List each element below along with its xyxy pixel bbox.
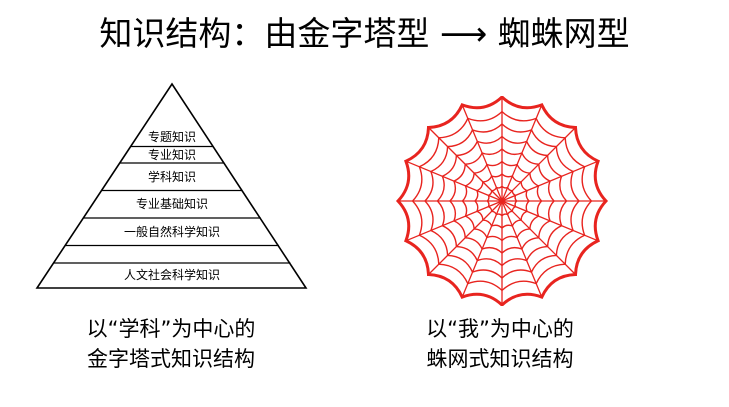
layer-label-natural-science: 一般自然科学知识 — [124, 224, 220, 239]
web-caption: 以“我”为中心的 蛛网式知识结构 — [395, 314, 605, 374]
pyramid-caption: 以“学科”为中心的 金字塔式知识结构 — [46, 314, 296, 374]
pyramid-outline — [35, 82, 308, 289]
web-ring — [424, 123, 580, 279]
web-outer-ring — [395, 96, 609, 306]
layer-label-professional-basics: 专业基础知识 — [136, 196, 208, 211]
web-ring — [436, 135, 568, 267]
spider-web-diagram — [395, 96, 609, 306]
slide-title: 知识结构：由金字塔型 ⟶ 蜘蛛网型 — [99, 14, 630, 53]
spider-web — [392, 96, 612, 306]
layer-label-discipline: 学科知识 — [148, 169, 196, 184]
web-ring — [474, 173, 530, 229]
layer-label-humanities: 人文社会科学知识 — [124, 267, 220, 282]
web-ring — [411, 110, 593, 292]
web-ring — [461, 160, 543, 242]
web-caption-line-1: 以“我”为中心的 — [426, 317, 574, 341]
web-caption-line-2: 蛛网式知识结构 — [426, 347, 574, 371]
pyramid-caption-line-1: 以“学科”为中心的 — [86, 317, 256, 341]
web-ring — [449, 148, 555, 254]
layer-label-specialized-topics: 专题知识 — [148, 129, 196, 144]
pyramid-caption-line-2: 金字塔式知识结构 — [87, 347, 255, 371]
pyramid-diagram: 专题知识 专业知识 学科知识 专业基础知识 一般自然科学知识 人文社会科学知识 — [35, 82, 308, 289]
knowledge-pyramid: 专题知识 专业知识 学科知识 专业基础知识 一般自然科学知识 人文社会科学知识 — [34, 82, 310, 292]
web-ring — [486, 185, 518, 217]
layer-label-professional: 专业知识 — [148, 147, 196, 162]
